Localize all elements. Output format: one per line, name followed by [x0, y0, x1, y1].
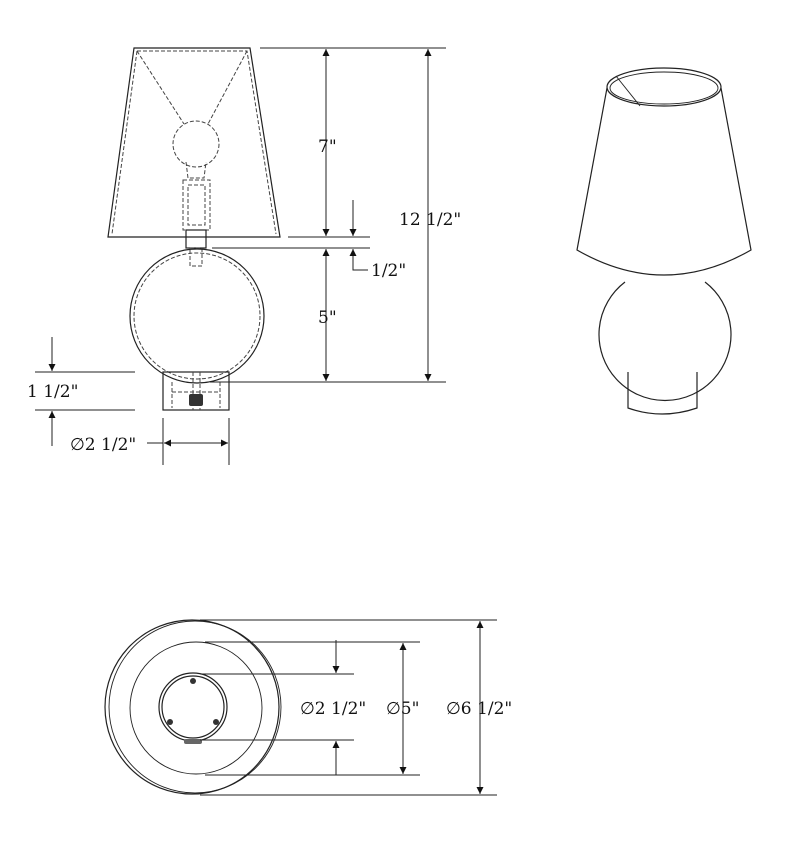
front-elevation: 7" 12 1/2" 1/2" 5" 1 1/2" ∅2 1/2"	[27, 47, 461, 465]
foot-pad	[190, 678, 196, 684]
label-base-diameter: ∅2 1/2"	[70, 435, 136, 455]
label-sphere-dia: ∅5"	[386, 699, 419, 719]
socket-hidden	[182, 179, 211, 231]
foot-pad	[213, 719, 219, 725]
shade-body	[576, 87, 752, 276]
shade-outline-circle	[104, 619, 280, 795]
label-overall-height: 12 1/2"	[399, 210, 461, 230]
shade-harp-hidden	[136, 50, 248, 125]
foot-pad	[167, 719, 173, 725]
extension-lines	[200, 619, 497, 796]
label-base-height: 1 1/2"	[27, 382, 78, 402]
label-shade-height: 7"	[318, 137, 337, 157]
shade-top-inner-rim	[609, 71, 719, 105]
shade-outline-circle-inner	[108, 620, 282, 794]
cord-exit	[184, 739, 202, 744]
sphere-inner-hidden	[133, 252, 261, 380]
base-cylinder	[627, 372, 698, 415]
shade-seam	[615, 75, 641, 107]
shade-inner-hidden	[111, 50, 277, 235]
base-inner-circle	[161, 675, 225, 739]
perspective-view	[576, 67, 752, 415]
bulb-hidden	[172, 120, 220, 168]
switch	[189, 394, 203, 406]
bottom-view: ∅2 1/2" ∅5" ∅6 1/2"	[104, 619, 512, 796]
sphere-outline-circle	[129, 641, 263, 775]
sphere	[598, 281, 732, 402]
neck	[185, 229, 207, 249]
extension-lines	[35, 47, 446, 465]
shade-top-rim	[606, 67, 722, 107]
shade-outline	[107, 47, 281, 238]
bulb-neck-hidden	[185, 161, 207, 179]
base-hidden	[171, 372, 221, 410]
neck-hidden	[189, 247, 203, 267]
socket-inner-hidden	[187, 184, 206, 226]
label-gap: 1/2"	[371, 261, 406, 281]
sphere	[129, 248, 265, 384]
base	[162, 371, 230, 411]
label-base-dia: ∅2 1/2"	[300, 699, 366, 719]
dim-gap-bottom	[349, 249, 368, 271]
label-sphere-height: 5"	[318, 308, 337, 328]
label-shade-dia: ∅6 1/2"	[446, 699, 512, 719]
